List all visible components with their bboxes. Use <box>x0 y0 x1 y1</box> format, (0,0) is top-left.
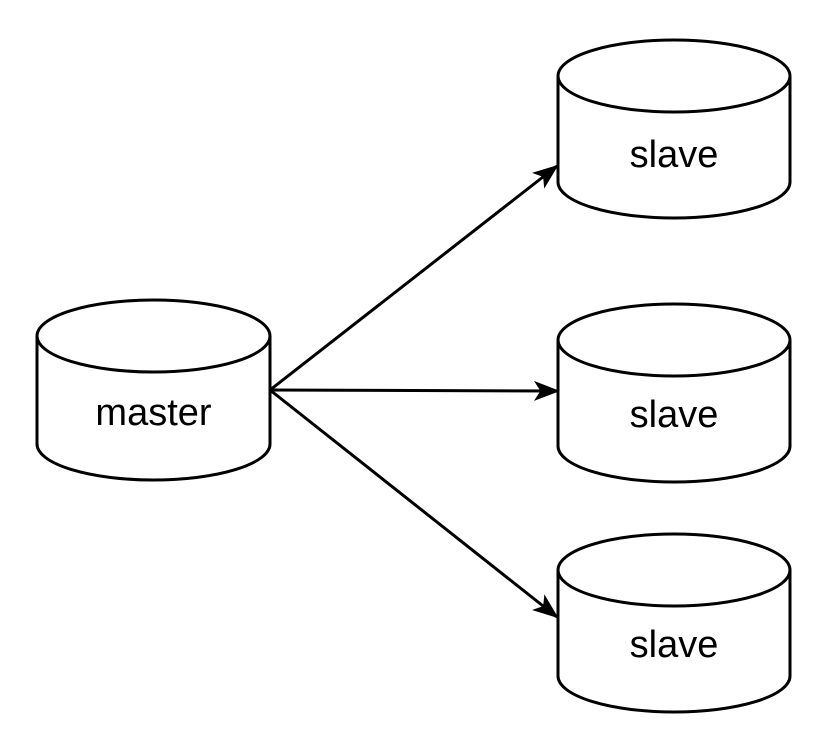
database-cylinder-top-icon <box>35 298 272 374</box>
database-cylinder-body-icon <box>35 336 272 482</box>
node-slave-bottom-label: slave <box>630 624 719 666</box>
node-master-label: master <box>95 392 211 434</box>
node-slave-middle: slave <box>556 302 792 484</box>
database-cylinder-top-icon <box>556 302 792 378</box>
database-cylinder-body-icon <box>556 340 792 484</box>
edge-master-to-slave-top <box>269 164 559 392</box>
edges <box>269 164 560 619</box>
edge-master-to-slave-bottom <box>269 388 559 619</box>
node-slave-top: slave <box>556 38 792 220</box>
database-cylinder-top-icon <box>556 38 792 114</box>
node-master: master <box>35 298 272 482</box>
edge-master-to-slave-middle <box>269 380 560 401</box>
database-cylinder-body-icon <box>556 76 792 220</box>
database-cylinder-body-icon <box>556 570 792 714</box>
database-cylinder-top-icon <box>556 532 792 608</box>
node-slave-middle-label: slave <box>630 394 719 436</box>
node-slave-bottom: slave <box>556 532 792 714</box>
node-slave-top-label: slave <box>630 134 719 176</box>
